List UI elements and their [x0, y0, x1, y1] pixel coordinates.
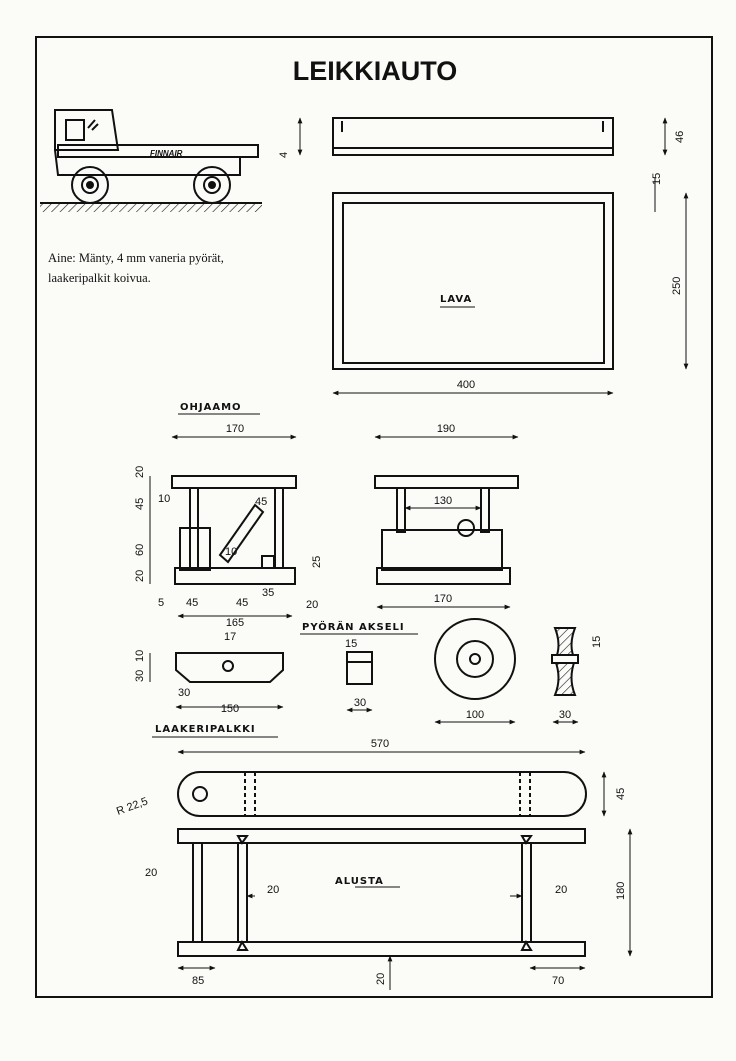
lava-side-view — [297, 117, 668, 156]
dim-front-top: 190 — [437, 423, 455, 435]
label-ohjaamo: OHJAAMO — [180, 402, 242, 413]
dim-cab-step: 25 — [311, 556, 323, 568]
cab-side-view — [149, 434, 297, 619]
dim-axle-dia: 15 — [345, 638, 357, 650]
dim-front-base: 170 — [434, 593, 452, 605]
truck-logo: FINNAIR — [150, 149, 183, 158]
dim-cab-dowel: 10 — [158, 493, 170, 505]
dim-cab-h4: 20 — [134, 570, 146, 582]
dim-cab-width: 170 — [226, 423, 244, 435]
bearing-beam-view — [149, 652, 284, 710]
dim-cab-h3: 60 — [134, 544, 146, 556]
dim-lava-edge: 15 — [651, 173, 663, 185]
page-frame — [35, 36, 713, 998]
dim-chassis-side-right: 20 — [555, 884, 567, 896]
dim-cab-b3: 45 — [236, 597, 248, 609]
dim-lava-length: 400 — [457, 379, 475, 391]
material-note: Aine: Mänty, 4 mm vaneria pyörät, laaker… — [48, 251, 224, 285]
dim-wheel-hub: 15 — [591, 636, 603, 648]
chassis-top-view — [177, 749, 607, 817]
page-title: LEIKKIAUTO — [293, 56, 458, 86]
label-lava: LAVA — [440, 294, 472, 305]
truck-illustration — [40, 109, 262, 212]
dim-chassis-dowel: 20 — [145, 867, 157, 879]
dim-cab-b4: 35 — [262, 587, 274, 599]
dim-cab-total: 165 — [226, 617, 244, 629]
dim-lava-side: 46 — [674, 131, 686, 143]
dim-wheel-thick: 30 — [559, 709, 571, 721]
lava-plan-view — [332, 178, 689, 396]
dim-chassis-width: 45 — [615, 788, 627, 800]
dim-beam-off: 30 — [178, 687, 190, 699]
dim-wheel-dia: 100 — [466, 709, 484, 721]
dim-chassis-length: 570 — [371, 738, 389, 750]
dim-chassis-right: 70 — [552, 975, 564, 987]
cab-front-view — [374, 434, 519, 610]
label-pyoran-akseli: PYÖRÄN AKSELI — [302, 619, 405, 633]
dim-axle-len: 30 — [354, 697, 366, 709]
dim-lava-depth: 250 — [671, 277, 683, 295]
dim-beam-len: 150 — [221, 703, 239, 715]
dim-lava-thickness: 4 — [278, 152, 290, 158]
label-alusta: ALUSTA — [335, 876, 384, 887]
dim-chassis-height: 180 — [615, 882, 627, 900]
dim-front-inner: 130 — [434, 495, 452, 507]
dim-beam-h2: 30 — [134, 670, 146, 682]
dim-beam-hole: 17 — [224, 631, 236, 643]
chassis-side-view — [177, 828, 633, 990]
dim-chassis-radius: R 22,5 — [115, 795, 150, 817]
label-laakeripalkki: LAAKERIPALKKI — [155, 724, 256, 735]
dim-cab-h2: 45 — [134, 498, 146, 510]
dim-cab-b1: 5 — [158, 597, 164, 609]
dim-cab-angle: 45 — [255, 496, 267, 508]
dim-cab-b5: 20 — [306, 599, 318, 611]
dim-cab-wheel: 10 — [225, 546, 237, 558]
axle-view — [346, 651, 373, 713]
dim-chassis-left: 85 — [192, 975, 204, 987]
dim-cab-b2: 45 — [186, 597, 198, 609]
dim-chassis-mid: 20 — [375, 973, 387, 985]
dim-beam-h1: 10 — [134, 650, 146, 662]
dim-chassis-side-left: 20 — [267, 884, 279, 896]
dim-cab-h1: 20 — [134, 466, 146, 478]
wheel-view — [434, 618, 579, 725]
